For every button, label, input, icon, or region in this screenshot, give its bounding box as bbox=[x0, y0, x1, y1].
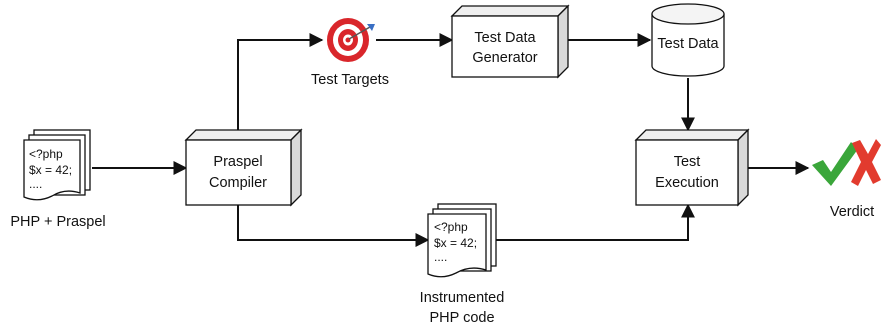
generator-label-line1: Test Data bbox=[474, 30, 536, 46]
execution-label-line1: Test bbox=[674, 154, 701, 170]
verdict: Verdict bbox=[812, 139, 881, 220]
instrumented-label-line2: PHP code bbox=[429, 310, 494, 326]
code-line-2: $x = 42; bbox=[434, 236, 477, 250]
php-praspel-label: PHP + Praspel bbox=[10, 214, 105, 230]
arrow-compiler-to-instrumented bbox=[237, 205, 430, 247]
compiler-label-line2: Compiler bbox=[209, 175, 267, 191]
praspel-compiler-box: Praspel Compiler bbox=[184, 128, 303, 207]
test-execution-box: Test Execution bbox=[634, 128, 750, 207]
test-data-generator-box: Test Data Generator bbox=[450, 4, 570, 79]
target-icon bbox=[327, 18, 375, 62]
code-line-2: $x = 42; bbox=[29, 163, 72, 177]
arrow-instrumented-to-execution bbox=[496, 203, 695, 241]
execution-label-line2: Execution bbox=[655, 175, 719, 191]
instrumented-label-line1: Instrumented bbox=[420, 290, 505, 306]
generator-label-line2: Generator bbox=[472, 50, 537, 66]
test-targets-label: Test Targets bbox=[311, 72, 389, 88]
code-line-1: <?php bbox=[29, 147, 63, 161]
document-icon bbox=[427, 213, 487, 278]
test-data-label: Test Data bbox=[657, 36, 719, 52]
code-line-1: <?php bbox=[434, 220, 468, 234]
verdict-label: Verdict bbox=[830, 204, 874, 220]
document-icon bbox=[23, 139, 81, 201]
code-line-3: .... bbox=[434, 250, 447, 264]
database-icon bbox=[651, 3, 725, 77]
arrow-compiler-to-targets bbox=[237, 33, 324, 135]
check-icon bbox=[812, 142, 858, 186]
compiler-label-line1: Praspel bbox=[213, 154, 262, 170]
test-data-database: Test Data bbox=[651, 3, 725, 77]
cross-icon bbox=[851, 139, 881, 186]
instrumented-php-document: <?php $x = 42; .... Instrumented PHP cod… bbox=[420, 203, 505, 326]
php-source-document: <?php $x = 42; .... PHP + Praspel bbox=[10, 129, 106, 230]
connectors bbox=[92, 33, 810, 247]
code-line-3: .... bbox=[29, 177, 42, 191]
test-targets: Test Targets bbox=[311, 18, 389, 88]
